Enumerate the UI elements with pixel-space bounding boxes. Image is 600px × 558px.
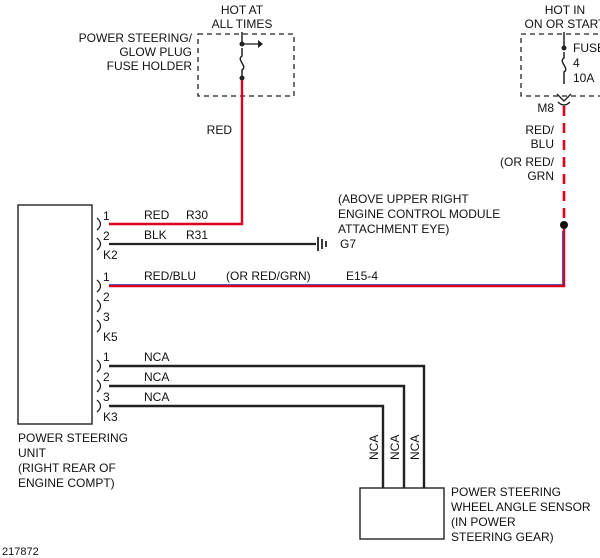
k5-pin3-bracket [96,319,102,333]
fuse-right-rating: 10A [573,71,594,85]
sensor-label-line2: WHEEL ANGLE SENSOR [451,500,591,514]
k3-pin2-bracket [96,379,102,393]
k2-pin1-circuit: R30 [186,208,208,222]
k2-pin1-color: RED [144,208,170,222]
k3-pin3-number: 3 [103,390,110,404]
k5-pin1-bracket [96,279,102,293]
k3-label: K3 [103,410,118,424]
fuse-holder-box [197,33,295,97]
wire-red-blu-e15-stripe [109,231,563,285]
wire-red-blu-alt-line2: GRN [527,169,554,183]
wire-red-r30 [109,80,244,226]
k5-label: K5 [103,330,118,344]
connector-m8-label: M8 [537,101,554,115]
wire-nca-1 [109,364,426,488]
k2-pin2-bracket [96,237,102,251]
wire-red-blu-alt-line1: (OR RED/ [500,155,555,169]
ground-g7-label: G7 [340,237,356,251]
k2-label: K2 [103,248,118,262]
k2-pin1-number: 1 [103,209,110,223]
fuse-right-symbol [561,52,567,84]
hot-at-all-times-line2: ALL TIMES [212,17,273,31]
fuse-holder-label-line1: POWER STEERING/ [79,31,193,45]
fuse-holder-bottom-node [239,75,245,81]
wire-red-blu-line1: RED/ [525,123,554,137]
fuse-holder-fuse-symbol [239,48,245,76]
sensor-label-line3: (IN POWER [451,515,516,529]
k5-pin2-number: 2 [103,290,110,304]
power-steering-unit-box [17,204,93,425]
k3-pin1-color: NCA [144,350,169,364]
connector-m8-cup [557,101,571,106]
fuse-right-number: 4 [573,56,580,70]
hot-in-on-or-start-line1: HOT IN [545,3,585,17]
k3-pin3-bracket [96,399,102,413]
connector-m8-symbol [556,93,572,102]
k5-pin2-bracket [96,299,102,313]
k3-pin2-number: 2 [103,370,110,384]
wire-splice-dot [560,221,568,229]
k3-pin3-color: NCA [144,390,169,404]
ps-unit-label-line2: UNIT [18,446,47,460]
ps-unit-label-line1: POWER STEERING [18,431,128,445]
fuse-right-name: FUSE [573,41,600,55]
k5-pin1-color: RED/BLU [144,269,196,283]
wire-red-blu-line2: BLU [531,137,554,151]
fuse-box-right [520,33,600,97]
vertical-nca-1: NCA [367,435,381,460]
k5-pin1-circuit: E15-4 [346,269,378,283]
k2-pin2-number: 2 [103,229,110,243]
fuse-right-node [561,45,567,51]
k2-pin1-bracket [96,217,102,231]
k2-pin2-color: BLK [144,228,167,242]
ground-note-line2: ENGINE CONTROL MODULE [338,207,500,221]
hot-in-on-or-start-line2: ON OR START [525,17,600,31]
fuse-holder-arrow-head [258,40,263,48]
wire-red-blu-e15 [109,229,566,288]
vertical-nca-2: NCA [388,435,402,460]
sensor-label-line4: STEERING GEAR) [451,530,554,544]
k5-pin1-number: 1 [103,270,110,284]
wire-nca-3 [109,404,385,488]
fuse-holder-label-line3: FUSE HOLDER [107,59,193,73]
k2-pin2-circuit: R31 [186,228,208,242]
diagram-id: 217872 [2,546,39,558]
wheel-angle-sensor-box [359,487,445,540]
k5-pin1-alt-color: (OR RED/GRN) [226,269,311,283]
fuse-holder-label-line2: GLOW PLUG [119,45,192,59]
ground-note-line3: ATTACHMENT EYE) [338,222,449,236]
vertical-nca-3: NCA [408,435,422,460]
wire-nca-2 [109,384,406,488]
sensor-label-line1: POWER STEERING [451,485,561,499]
ground-note-line1: (ABOVE UPPER RIGHT [338,192,469,206]
ps-unit-label-line4: ENGINE COMPT) [18,476,115,490]
k3-pin1-bracket [96,359,102,373]
wire-red-label: RED [207,123,233,137]
k5-pin3-number: 3 [103,310,110,324]
k3-pin2-color: NCA [144,370,169,384]
k3-pin1-number: 1 [103,350,110,364]
hot-at-all-times-line1: HOT AT [221,3,264,17]
ps-unit-label-line3: (RIGHT REAR OF [18,461,116,475]
